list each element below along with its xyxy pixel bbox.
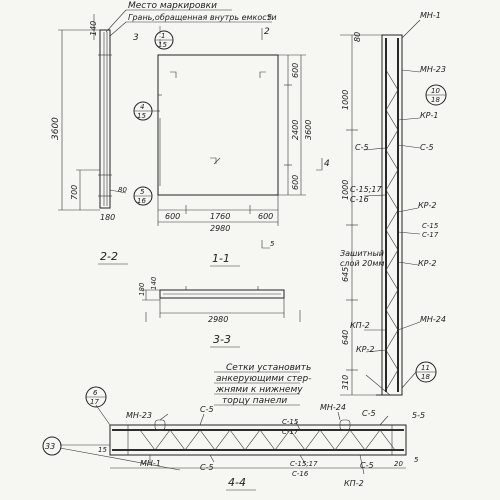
note-line-2: анкерующими стер-: [216, 374, 312, 384]
callout-1-15: [154, 30, 174, 50]
part-kr2-a: КР-2: [418, 201, 436, 210]
callout-6-num: 6: [93, 389, 98, 397]
dim-2980-33: 2980: [208, 315, 228, 324]
part-b-c15: С-15: [282, 418, 299, 426]
dim-700: 700: [70, 185, 79, 200]
part-b-mn23: МН-23: [126, 411, 152, 420]
part-b-s16: С-16: [292, 470, 309, 478]
callout-6-den: 17: [90, 398, 99, 406]
dim-140-33: 140: [150, 276, 158, 290]
label-shim-1: Зашитный: [340, 249, 384, 258]
callout-33-label: 33: [45, 442, 55, 451]
callout-1-den: 15: [158, 41, 167, 49]
section-title-2-2: 2-2: [100, 250, 118, 263]
section-title-4-4: 4-4: [228, 476, 246, 489]
callout-5-num: 5: [140, 188, 145, 196]
dim-2980: 2980: [210, 224, 230, 233]
callout-1-num: 1: [161, 32, 165, 40]
part-kr2-b: КР-2: [418, 259, 436, 268]
callout-10-18: [425, 84, 447, 106]
section-vertical-truss: [340, 19, 421, 396]
callout-6-17: [85, 386, 107, 408]
part-mn24: МН-24: [420, 315, 446, 324]
part-mn1: МН-1: [420, 11, 441, 20]
part-s5-right: С-5: [420, 143, 434, 152]
callout-4-den: 15: [137, 112, 146, 120]
part-b-s5-d: С-5: [360, 461, 374, 470]
dim-600-top: 600: [291, 63, 300, 78]
section-title-1-1: 1-1: [212, 252, 230, 265]
dim-5-section: 5: [270, 240, 275, 248]
dim-600-right: 600: [258, 212, 273, 221]
dim-140: 140: [89, 21, 98, 36]
section-title-5-5: 5-5: [412, 411, 425, 420]
dim-2400: 2400: [291, 120, 300, 140]
part-c15: С-15: [422, 222, 439, 230]
callout-5-16: [133, 186, 153, 206]
dim-640: 640: [341, 330, 350, 345]
part-b-mn24: МН-24: [320, 403, 346, 412]
callout-11-18: [401, 361, 437, 389]
callout-33: [42, 436, 62, 456]
dim-15: 15: [98, 446, 107, 454]
part-s5-left: С-5: [355, 143, 369, 152]
dim-20: 20: [394, 460, 403, 468]
note-line-4: торцу панели: [222, 396, 287, 406]
note-line-1: Сетки установить: [226, 363, 311, 373]
dim-5-bottom: 5: [414, 456, 419, 464]
part-kr2-c: КР-2: [356, 345, 374, 354]
dim-180: 180: [100, 213, 115, 222]
part-c17: С-17: [422, 231, 439, 239]
section-marker-2: 2: [264, 27, 270, 37]
dim-645: 645: [341, 267, 350, 282]
section-2-2-view: [58, 9, 272, 211]
callout-5-den: 16: [137, 197, 146, 205]
dim-1000-mid: 1000: [341, 180, 350, 200]
note-line-3: жнями к нижнему: [215, 385, 303, 395]
part-kr1: КР-1: [420, 111, 438, 120]
part-b-mn1: МН-1: [140, 459, 161, 468]
dim-180-33: 180: [138, 282, 146, 296]
label-gran: Грань,обращенная внутрь емкости: [128, 13, 277, 22]
callout-11-den: 18: [421, 373, 430, 381]
dim-310: 310: [341, 375, 350, 390]
section-marker-4: 4: [324, 159, 330, 169]
section-4-4-view: [59, 404, 407, 475]
section-marker-3: 3: [133, 33, 139, 43]
part-s16: С-16: [350, 195, 369, 204]
dim-3600: 3600: [51, 117, 61, 140]
section-3-3-view: [142, 286, 301, 322]
section-title-3-3: 3-3: [213, 333, 231, 346]
part-mn23: МН-23: [420, 65, 446, 74]
dim-600-bottom: 600: [291, 175, 300, 190]
part-b-kp2: КП-2: [344, 479, 364, 488]
section-marker-5-top: 5: [267, 13, 272, 22]
note-box: [214, 371, 300, 406]
part-b-s5-b: С-5: [362, 409, 376, 418]
dim-80-right: 80: [353, 32, 362, 42]
section-1-1-view: [157, 26, 323, 249]
label-mesto-markirovki: Место маркировки: [128, 1, 217, 11]
part-kp2: КП-2: [350, 321, 370, 330]
callout-10-num: 10: [431, 87, 440, 95]
dim-1760: 1760: [210, 212, 230, 221]
dim-1000-top: 1000: [341, 90, 350, 110]
part-b-s5-a: С-5: [200, 405, 214, 414]
part-b-c17: С-17: [282, 428, 299, 436]
dim-3600-right: 3600: [304, 120, 313, 140]
part-b-s15-17: С-15;17: [290, 460, 318, 468]
part-s15-17: С-15;17: [350, 185, 382, 194]
dim-600-left: 600: [165, 212, 180, 221]
callout-4-15: [133, 101, 160, 121]
callout-4-num: 4: [140, 103, 144, 111]
part-b-s5-c: С-5: [200, 463, 214, 472]
label-shim-2: слой 20мм: [340, 259, 384, 268]
dim-80: 80: [118, 186, 127, 194]
callout-10-den: 18: [431, 96, 440, 104]
callout-11-num: 11: [421, 364, 430, 372]
